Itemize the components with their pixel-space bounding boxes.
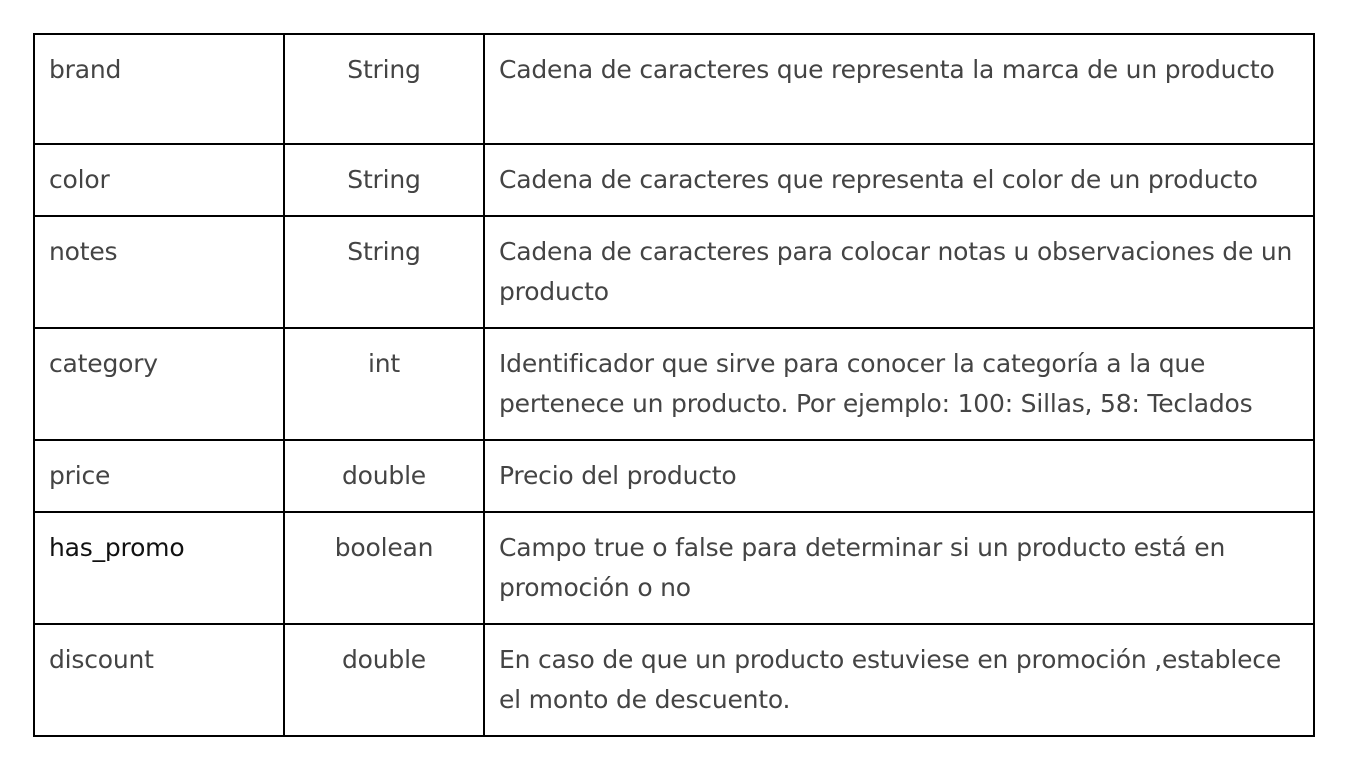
field-type-cell: boolean <box>283 511 485 625</box>
field-type-cell: String <box>283 215 485 329</box>
field-name-cell: price <box>33 439 285 513</box>
table-row: price double Precio del producto <box>33 439 1315 513</box>
field-description-cell: Cadena de caracteres para colocar notas … <box>483 215 1315 329</box>
table-row: brand String Cadena de caracteres que re… <box>33 33 1315 145</box>
field-type-cell: double <box>283 439 485 513</box>
field-type-cell: String <box>283 143 485 217</box>
field-type-cell: int <box>283 327 485 441</box>
field-type-cell: double <box>283 623 485 737</box>
field-description-cell: En caso de que un producto estuviese en … <box>483 623 1315 737</box>
field-description-cell: Precio del producto <box>483 439 1315 513</box>
table-row: has_promo boolean Campo true o false par… <box>33 511 1315 625</box>
field-description-cell: Cadena de caracteres que representa la m… <box>483 33 1315 145</box>
table-row: notes String Cadena de caracteres para c… <box>33 215 1315 329</box>
field-name-cell: category <box>33 327 285 441</box>
field-name-cell: has_promo <box>33 511 285 625</box>
field-description-cell: Cadena de caracteres que representa el c… <box>483 143 1315 217</box>
field-type-cell: String <box>283 33 485 145</box>
table-row: discount double En caso de que un produc… <box>33 623 1315 737</box>
field-name-cell: color <box>33 143 285 217</box>
field-name-cell: brand <box>33 33 285 145</box>
field-description-cell: Identificador que sirve para conocer la … <box>483 327 1315 441</box>
field-description-cell: Campo true o false para determinar si un… <box>483 511 1315 625</box>
field-name-cell: discount <box>33 623 285 737</box>
table-row: category int Identificador que sirve par… <box>33 327 1315 441</box>
fields-table: brand String Cadena de caracteres que re… <box>33 33 1315 737</box>
table-row: color String Cadena de caracteres que re… <box>33 143 1315 217</box>
field-name-cell: notes <box>33 215 285 329</box>
